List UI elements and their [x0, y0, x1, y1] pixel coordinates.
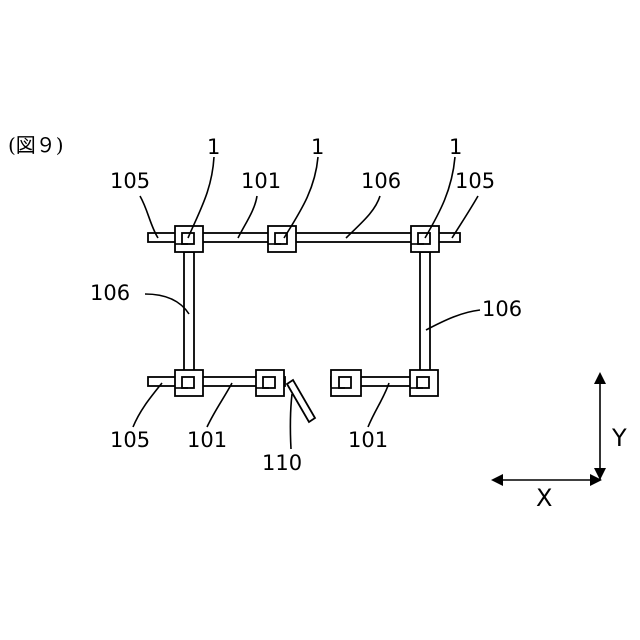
label-101-bottom-right: 101 [348, 428, 388, 452]
y-arrow-up-icon [594, 372, 606, 384]
left-vertical-rail [184, 252, 194, 372]
leader-105-tr [452, 196, 478, 238]
leader-110 [290, 394, 292, 449]
leader-105-tl [140, 196, 158, 238]
connector-unit-bottom-mid [256, 370, 284, 396]
axis-x-label: X [536, 484, 552, 512]
connector-unit-top-mid [268, 226, 296, 252]
label-105-top-right: 105 [455, 169, 495, 193]
figure-label: (図９) [8, 133, 64, 157]
label-101-bottom-left: 101 [187, 428, 227, 452]
label-105-bottom-left: 105 [110, 428, 150, 452]
leader-105-bl [133, 383, 162, 427]
leader-106-left [145, 294, 189, 314]
label-101-top: 101 [241, 169, 281, 193]
label-110: 110 [262, 451, 302, 475]
label-unit-1-right: 1 [449, 135, 462, 159]
leader-101-top [238, 196, 257, 238]
label-106-right: 106 [482, 297, 522, 321]
label-106-left: 106 [90, 281, 130, 305]
leader-106-right [426, 310, 480, 330]
connector-unit-bottom-right [410, 370, 438, 396]
label-106-top: 106 [361, 169, 401, 193]
label-unit-1-left: 1 [207, 135, 220, 159]
label-unit-1-mid: 1 [311, 135, 324, 159]
x-arrow-left-icon [491, 474, 503, 486]
connector-unit-bottom-left [175, 370, 203, 396]
label-105-top-left: 105 [110, 169, 150, 193]
leader-106-top [346, 196, 380, 238]
right-vertical-rail [420, 252, 430, 372]
axis-indicator [491, 372, 606, 486]
connector-unit-top-right [411, 226, 439, 252]
connector-unit-top-left [175, 226, 203, 252]
leader-101-br [368, 383, 389, 427]
leader-101-bl [207, 383, 232, 427]
axis-y-label: Y [611, 424, 627, 452]
connector-unit-bottom-gap [331, 370, 361, 396]
